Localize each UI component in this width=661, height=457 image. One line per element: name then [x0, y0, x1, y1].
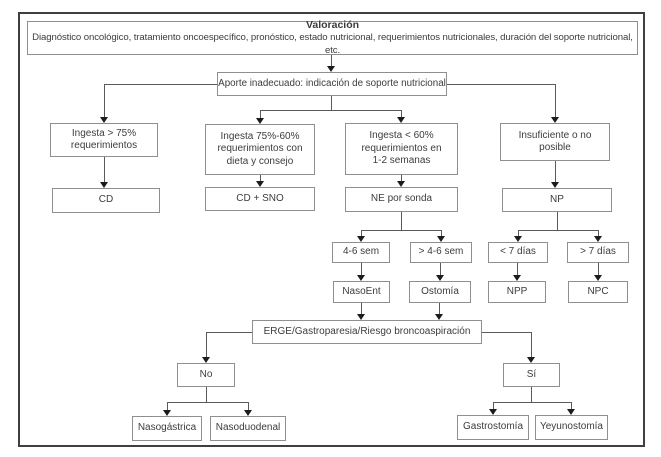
arrowhead [100, 117, 108, 123]
arrowhead [256, 118, 264, 124]
arrowhead [594, 236, 602, 242]
node-mas-7-dias: > 7 días [567, 242, 629, 263]
node-4-6-sem: 4-6 sem [332, 242, 390, 263]
valoracion-subtitle: Diagnóstico oncológico, tratamiento onco… [32, 32, 633, 56]
arrowhead [551, 117, 559, 123]
connector-line [206, 387, 207, 402]
connector-line [331, 55, 332, 66]
arrowhead [357, 236, 365, 242]
node-nasoent: NasoEnt [333, 281, 390, 303]
arrowhead [357, 314, 365, 320]
connector-line [517, 263, 518, 275]
arrowhead [202, 357, 210, 363]
arrowhead [514, 236, 522, 242]
connector-line [104, 84, 217, 85]
arrowhead [551, 182, 559, 188]
node-npc: NPC [568, 281, 628, 303]
connector-line [447, 84, 555, 85]
node-ostomia: Ostomía [409, 281, 471, 303]
connector-line [555, 84, 556, 117]
connector-line [493, 402, 571, 403]
connector-line [361, 263, 362, 275]
arrowhead [100, 182, 108, 188]
arrowhead [436, 275, 444, 281]
arrowhead [527, 357, 535, 363]
connector-line [482, 332, 531, 333]
connector-line [440, 263, 441, 275]
node-gastrostomia: Gastrostomía [457, 415, 529, 440]
connector-line [206, 332, 207, 357]
connector-line [518, 230, 519, 236]
connector-line [361, 230, 362, 236]
connector-line [439, 303, 440, 314]
node-cd-sno: CD + SNO [205, 187, 315, 211]
node-nasoduodenal: Nasoduodenal [210, 416, 286, 441]
connector-line [401, 212, 402, 230]
node-menos-7-dias: < 7 días [488, 242, 548, 263]
connector-line [401, 110, 402, 117]
connector-line [104, 84, 105, 117]
node-cd: CD [52, 188, 160, 213]
connector-line [401, 175, 402, 181]
connector-line [598, 263, 599, 275]
node-valoracion: Valoración Diagnóstico oncológico, trata… [27, 18, 638, 56]
connector-line [248, 402, 249, 410]
connector-line [361, 303, 362, 314]
connector-line [206, 332, 252, 333]
arrowhead [567, 409, 575, 415]
connector-line [493, 402, 494, 409]
connector-line [555, 161, 556, 182]
connector-line [167, 402, 248, 403]
node-aporte-inadecuado: Aporte inadecuado: indicación de soporte… [217, 72, 447, 96]
node-mas-4-6-sem: > 4-6 sem [410, 242, 472, 263]
connector-line [361, 230, 441, 231]
arrowhead [357, 275, 365, 281]
node-ingesta-menor-60: Ingesta < 60% requerimientos en 1-2 sema… [345, 123, 458, 175]
connector-line [331, 96, 332, 110]
node-no: No [177, 363, 235, 387]
node-ingesta-mayor-75: Ingesta > 75% requerimientos [50, 123, 158, 157]
connector-line [557, 212, 558, 230]
connector-line [598, 230, 599, 236]
arrowhead [489, 409, 497, 415]
arrowhead [244, 410, 252, 416]
node-si: Sí [503, 363, 560, 387]
connector-line [531, 387, 532, 402]
connector-line [441, 230, 442, 236]
node-erge: ERGE/Gastroparesia/Riesgo broncoaspiraci… [252, 320, 482, 344]
node-insuficiente: Insuficiente o no posible [500, 123, 610, 161]
arrowhead [327, 66, 335, 72]
connector-line [260, 110, 261, 118]
node-nasogastrica: Nasogástrica [132, 416, 202, 441]
node-npp: NPP [488, 281, 546, 303]
connector-line [260, 110, 401, 111]
connector-line [531, 332, 532, 357]
node-yeyunostomia: Yeyunostomía [535, 415, 608, 440]
arrowhead [397, 117, 405, 123]
node-ingesta-75-60: Ingesta 75%-60% requerimientos con dieta… [205, 124, 315, 175]
arrowhead [513, 275, 521, 281]
arrowhead [437, 236, 445, 242]
connector-line [518, 230, 598, 231]
node-ne-por-sonda: NE por sonda [345, 187, 458, 212]
arrowhead [256, 181, 264, 187]
connector-line [167, 402, 168, 410]
connector-line [260, 175, 261, 181]
connector-line [104, 157, 105, 182]
arrowhead [435, 314, 443, 320]
arrowhead [163, 410, 171, 416]
arrowhead [397, 181, 405, 187]
arrowhead [594, 275, 602, 281]
connector-line [571, 402, 572, 409]
valoracion-title: Valoración [305, 18, 360, 31]
node-np: NP [502, 188, 612, 212]
